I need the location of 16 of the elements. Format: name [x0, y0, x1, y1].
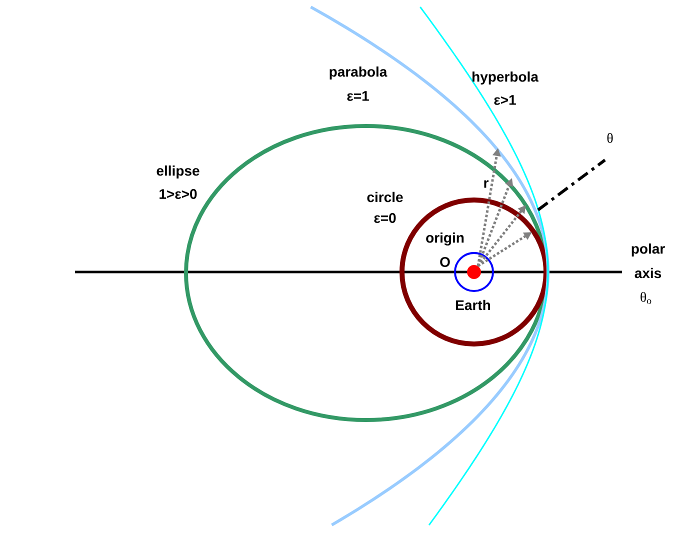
- orbit-label: circle: [367, 192, 403, 202]
- orbit-label: θ$_{o}$: [640, 292, 652, 304]
- orbit-label: r: [484, 180, 489, 188]
- orbit-label: O: [440, 257, 450, 267]
- orbit-label: Earth: [456, 300, 490, 310]
- orbit-label: 1>ε>0: [160, 189, 197, 199]
- orbit-label: parabola: [330, 66, 388, 80]
- orbit-label: ε=0: [374, 213, 396, 223]
- orbit-label: ε>1: [494, 95, 516, 105]
- orbit-label: ε=1: [347, 91, 369, 101]
- orbit-label: ellipse: [156, 165, 200, 179]
- orbit-label: axis: [634, 268, 662, 278]
- orbit-label: origin: [426, 232, 464, 246]
- orbit-label: θ: [607, 133, 613, 143]
- orbit-label: polar: [632, 243, 665, 257]
- orbit-label: hyperbola: [472, 71, 539, 85]
